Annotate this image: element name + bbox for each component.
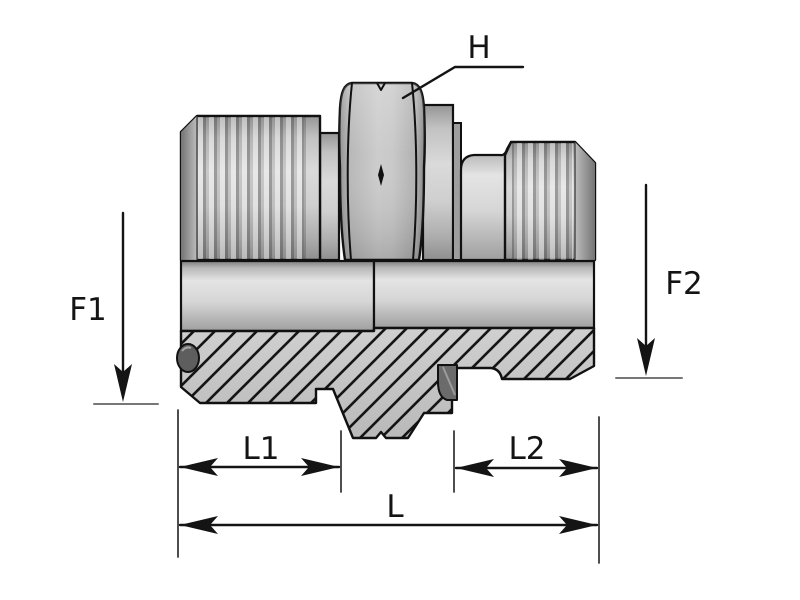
left-collar bbox=[318, 131, 341, 262]
bore-band-left bbox=[179, 259, 376, 333]
dim-h: H bbox=[401, 30, 525, 100]
right-thread-crests bbox=[512, 143, 573, 260]
extension-lines bbox=[177, 409, 600, 564]
part-external-view bbox=[179, 81, 597, 262]
right-washer-band bbox=[452, 122, 462, 261]
label-f1: F1 bbox=[69, 292, 107, 328]
dim-f2: F2 bbox=[615, 183, 703, 379]
bore-band-right bbox=[372, 259, 596, 330]
right-thread bbox=[503, 140, 597, 262]
l-arrowhead-right bbox=[559, 516, 597, 534]
cross-section-hatching bbox=[179, 326, 596, 440]
right-shoulder-band bbox=[421, 103, 455, 262]
bonded-seal-body bbox=[437, 364, 458, 401]
dim-f1: F1 bbox=[69, 211, 159, 405]
left-thread-crests bbox=[198, 117, 304, 259]
l-arrowhead-left bbox=[180, 516, 218, 534]
o-ring bbox=[176, 343, 200, 373]
left-thread-chamfer bbox=[181, 116, 197, 260]
label-l2: L2 bbox=[509, 431, 546, 467]
dim-l: L bbox=[178, 489, 599, 534]
hex-mid-corner-mark bbox=[378, 164, 384, 186]
f1-arrowhead bbox=[114, 364, 132, 402]
f2-arrowhead bbox=[637, 338, 655, 376]
left-thread bbox=[179, 114, 322, 262]
l1-arrowhead-left bbox=[180, 458, 218, 476]
bonded-seal-highlight bbox=[442, 366, 456, 396]
label-f2: F2 bbox=[665, 266, 703, 302]
right-neck bbox=[459, 140, 513, 262]
dim-l1: L1 bbox=[178, 431, 341, 476]
l1-arrowhead-right bbox=[301, 458, 339, 476]
hex-left-face-edge bbox=[346, 82, 353, 261]
hex-nut bbox=[338, 81, 426, 262]
hex-top-corner-notch bbox=[376, 82, 386, 91]
dim-l2: L2 bbox=[454, 431, 599, 477]
label-l1: L1 bbox=[243, 431, 280, 467]
label-h: H bbox=[467, 30, 490, 66]
dimensions: H F1 F2 L1 bbox=[69, 30, 703, 564]
hex-right-face-edge bbox=[411, 82, 418, 261]
bonded-seal bbox=[437, 364, 458, 401]
part-section-view bbox=[176, 259, 596, 440]
o-ring-highlight bbox=[181, 346, 192, 352]
right-thread-chamfer bbox=[575, 142, 595, 260]
l2-arrowhead-left bbox=[456, 459, 494, 477]
l2-arrowhead-right bbox=[559, 459, 597, 477]
h-leader-line bbox=[401, 65, 525, 100]
label-l: L bbox=[386, 489, 404, 525]
